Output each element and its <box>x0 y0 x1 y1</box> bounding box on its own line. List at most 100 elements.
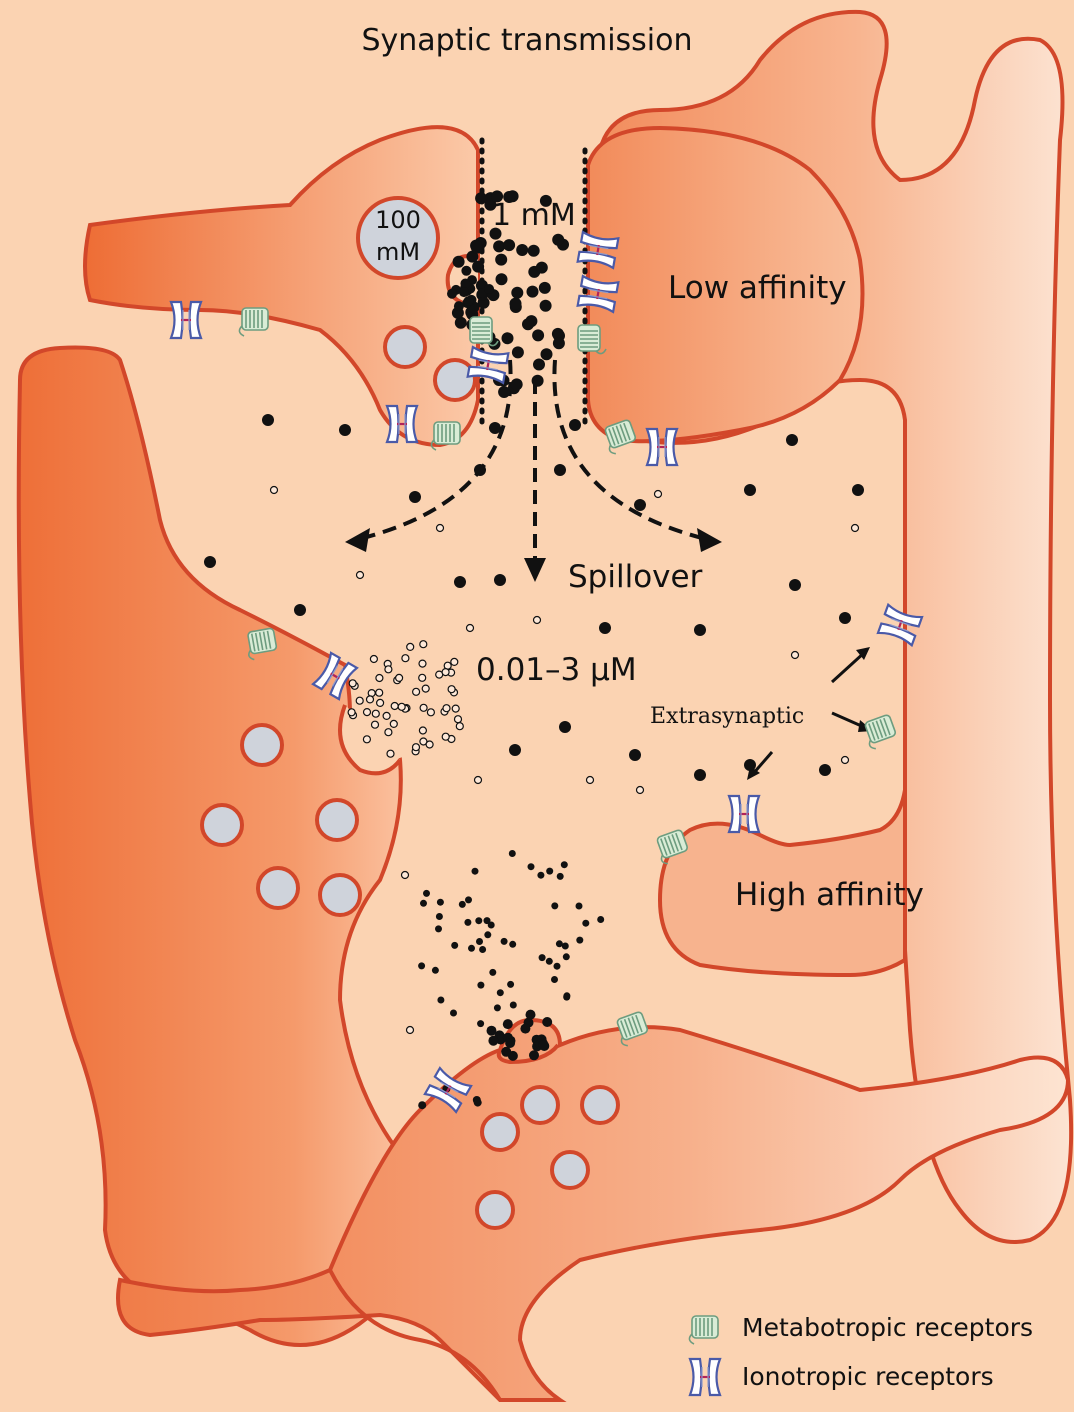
glutamate-molecule <box>402 655 409 662</box>
glutamate-molecule <box>432 967 439 974</box>
glutamate-molecule <box>464 296 474 306</box>
glutamate-molecule <box>479 946 486 953</box>
glutamate-molecule <box>789 579 801 591</box>
glutamate-molecule <box>356 697 363 704</box>
glutamate-molecule <box>419 727 426 734</box>
glutamate-molecule <box>637 787 644 794</box>
vesicle-concentration-line2: mM <box>376 238 420 266</box>
glutamate-molecule <box>422 685 429 692</box>
glutamate-molecule <box>484 931 491 938</box>
glutamate-molecule <box>510 298 522 310</box>
glutamate-molecule <box>419 674 426 681</box>
glutamate-molecule <box>372 710 379 717</box>
synaptic-vesicle <box>582 1087 618 1123</box>
glutamate-molecule <box>349 680 356 687</box>
glutamate-molecule <box>501 1047 511 1057</box>
extrasynaptic-label: Extrasynaptic <box>650 704 804 729</box>
glutamate-molecule <box>385 729 392 736</box>
glutamate-molecule <box>376 689 383 696</box>
synaptic-vesicle <box>202 805 242 845</box>
top-presynaptic-terminal <box>85 127 478 445</box>
glutamate-molecule <box>495 254 507 266</box>
extracellular-concentration-label: 0.01–3 μM <box>476 652 637 688</box>
glutamate-molecule <box>451 942 458 949</box>
glutamate-molecule <box>391 703 398 710</box>
glutamate-molecule <box>376 675 383 682</box>
glutamate-molecule <box>451 658 458 665</box>
glutamate-molecule <box>501 938 508 945</box>
glutamate-molecule <box>489 969 496 976</box>
glutamate-molecule <box>634 499 646 511</box>
glutamate-molecule <box>448 686 455 693</box>
vesicle-concentration-line1: 100 <box>375 206 421 234</box>
glutamate-molecule <box>502 332 514 344</box>
glutamate-molecule <box>520 1024 530 1034</box>
glutamate-molecule <box>426 741 433 748</box>
glutamate-molecule <box>370 656 377 663</box>
glutamate-molecule <box>537 872 544 879</box>
legend: Metabotropic receptors Ionotropic recept… <box>689 1313 1033 1395</box>
glutamate-molecule <box>546 868 553 875</box>
glutamate-molecule <box>420 900 427 907</box>
glutamate-molecule <box>476 938 483 945</box>
glutamate-molecule <box>454 576 466 588</box>
glutamate-molecule <box>503 1019 513 1029</box>
diagram-title: Synaptic transmission <box>361 23 692 58</box>
glutamate-molecule <box>488 922 495 929</box>
glutamate-molecule <box>494 574 506 586</box>
glutamate-molecule <box>546 958 553 965</box>
glutamate-molecule <box>540 300 552 312</box>
glutamate-molecule <box>694 624 706 636</box>
synaptic-vesicle <box>522 1087 558 1123</box>
high-affinity-label: High affinity <box>735 877 924 913</box>
glutamate-molecule <box>536 262 548 274</box>
metabotropic-receptor <box>862 714 898 750</box>
glutamate-molecule <box>398 703 405 710</box>
glutamate-molecule <box>534 617 541 624</box>
synaptic-vesicle <box>482 1114 518 1150</box>
glutamate-molecule <box>532 329 544 341</box>
glutamate-molecule <box>465 896 472 903</box>
glutamate-molecule <box>447 289 457 299</box>
glutamate-molecule <box>563 992 570 999</box>
glutamate-molecule <box>418 1101 426 1109</box>
glutamate-molecule <box>587 777 594 784</box>
glutamate-molecule <box>557 873 564 880</box>
glutamate-molecule <box>582 920 589 927</box>
glutamate-molecule <box>409 491 421 503</box>
glutamate-molecule <box>516 244 528 256</box>
glutamate-molecule <box>528 863 535 870</box>
glutamate-molecule <box>372 721 379 728</box>
glutamate-molecule <box>452 705 459 712</box>
glutamate-molecule <box>475 917 482 924</box>
glutamate-molecule <box>554 464 566 476</box>
glutamate-molecule <box>576 903 583 910</box>
synaptic-vesicle <box>258 868 298 908</box>
glutamate-molecule <box>529 1050 539 1060</box>
glutamate-molecule <box>468 945 475 952</box>
glutamate-molecule <box>552 234 564 246</box>
glutamate-molecule <box>455 716 462 723</box>
synaptic-vesicle <box>242 725 282 765</box>
spillover-label: Spillover <box>568 559 703 595</box>
glutamate-molecule <box>539 282 551 294</box>
glutamate-molecule <box>498 386 510 398</box>
glutamate-molecule <box>472 868 479 875</box>
glutamate-molecule <box>597 916 604 923</box>
glutamate-molecule <box>532 375 544 387</box>
glutamate-molecule <box>367 696 374 703</box>
glutamate-molecule <box>511 378 523 390</box>
glutamate-molecule <box>509 941 516 948</box>
glutamate-molecule <box>842 757 849 764</box>
glutamate-molecule <box>460 279 470 289</box>
glutamate-molecule <box>559 721 571 733</box>
glutamate-molecule <box>503 239 515 251</box>
glutamate-molecule <box>528 245 540 257</box>
glutamate-molecule <box>526 1010 536 1020</box>
glutamate-molecule <box>551 902 558 909</box>
glutamate-molecule <box>494 1004 501 1011</box>
glutamate-molecule <box>427 709 434 716</box>
glutamate-molecule <box>477 1020 484 1027</box>
glutamate-molecule <box>461 266 471 276</box>
